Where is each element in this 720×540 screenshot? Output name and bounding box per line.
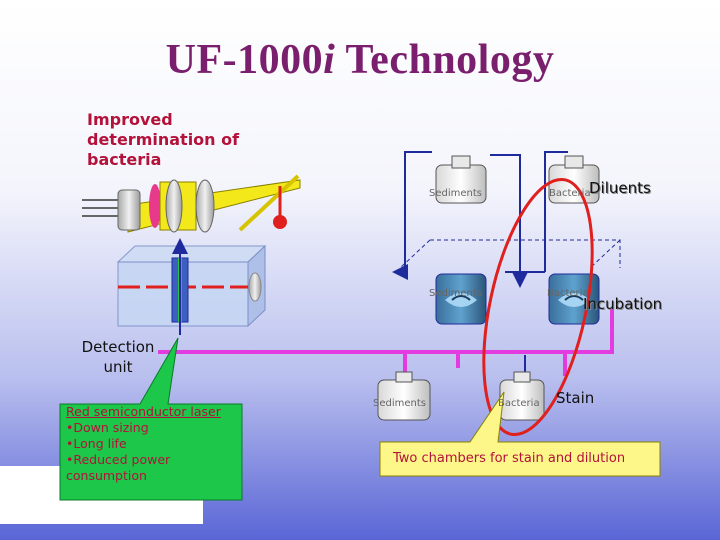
detection-unit-label: Detection unit — [68, 337, 168, 377]
detection-line-2: unit — [103, 358, 133, 376]
bottle-label-sediments-top: Sediments — [429, 188, 482, 199]
magenta-tube — [158, 308, 614, 376]
title-rest: Technology — [335, 37, 555, 83]
chamber-label-bacteria: Bacteria — [547, 288, 589, 299]
lens-magenta — [149, 184, 161, 228]
title-italic: i — [323, 37, 336, 83]
detection-cell — [116, 244, 267, 328]
lens-1 — [165, 179, 183, 233]
flow-lines — [172, 151, 568, 372]
dashed-lines — [399, 239, 621, 269]
improved-line-2: determination of — [87, 130, 240, 149]
stain-label: Stain — [556, 389, 595, 407]
bottle-label-sediments-bottom: Sediments — [373, 398, 426, 409]
bottle-sediments-bottom — [377, 371, 431, 421]
chamber-sediments — [435, 273, 487, 325]
incubation-label: Incubation — [583, 295, 663, 313]
improved-line-3: bacteria — [87, 150, 162, 169]
callout-laser: Red semiconductor laser — [66, 404, 221, 419]
laser-housing — [117, 189, 141, 231]
callout-power: •Reduced power consumption — [66, 452, 171, 483]
mirror — [238, 174, 300, 232]
detection-line-1: Detection — [81, 338, 155, 356]
laser-callout — [59, 337, 243, 501]
improved-line-1: Improved — [87, 110, 173, 129]
callout-down-sizing: •Down sizing — [66, 420, 149, 435]
chambers-label: Two chambers for stain and dilution — [393, 451, 626, 466]
laser-optics — [82, 174, 301, 233]
chambers-callout — [379, 391, 661, 477]
laser-callout-text: Red semiconductor laser •Down sizing •Lo… — [66, 404, 238, 484]
bottle-sediments-top — [435, 155, 487, 204]
sample-drop — [273, 215, 287, 229]
laser-cables — [82, 199, 118, 217]
bottle-label-bacteria-top: Bacteria — [549, 188, 591, 199]
lens-2 — [195, 179, 215, 233]
diluents-label: Diluents — [589, 179, 651, 197]
page-title: UF-1000i Technology — [0, 36, 720, 84]
chamber-label-sediments: Sediments — [429, 288, 482, 299]
callout-long-life: •Long life — [66, 436, 127, 451]
bottle-label-bacteria-bottom: Bacteria — [498, 398, 540, 409]
title-text: UF-1000 — [165, 37, 324, 83]
bottle-bacteria-bottom — [499, 371, 545, 421]
highlight-oval — [482, 177, 594, 437]
improved-determination-label: Improved determination of bacteria — [87, 110, 287, 170]
